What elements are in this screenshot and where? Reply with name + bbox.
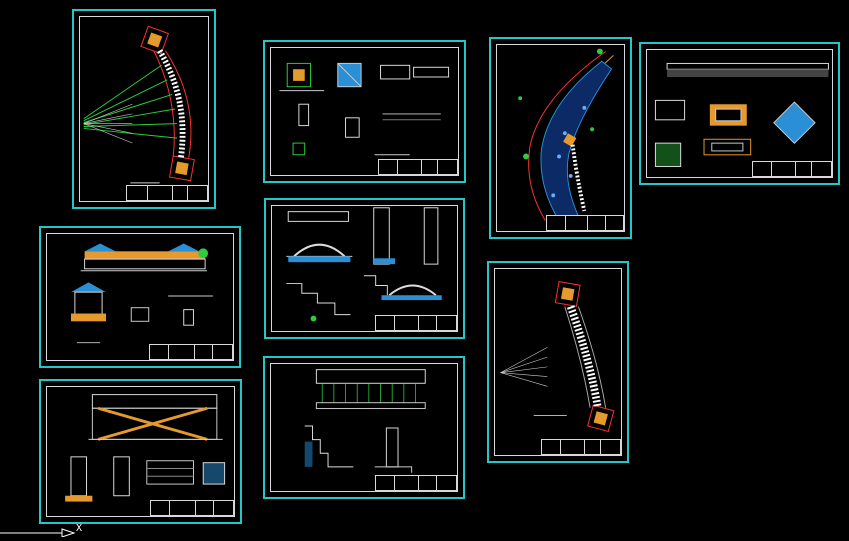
drawing-sheet-pavilion-elevations[interactable] xyxy=(39,226,241,368)
title-block xyxy=(546,215,624,231)
drawing-sheet-railing-sections[interactable] xyxy=(263,356,465,499)
title-block xyxy=(752,161,832,177)
title-block xyxy=(375,315,457,331)
drawing-sheet-river-landscape-plan[interactable] xyxy=(489,37,632,239)
railing-sections-drawing xyxy=(304,369,426,473)
sheet-border xyxy=(271,205,458,332)
bridge-sections-drawing xyxy=(286,207,442,322)
title-block xyxy=(126,185,208,201)
drawing-sheet-corridor-plan[interactable] xyxy=(39,379,242,524)
ucs-x-axis-label: X xyxy=(76,523,83,534)
sheet-border xyxy=(270,363,458,492)
paving-details-drawing xyxy=(654,62,829,167)
sheet-border xyxy=(46,386,235,517)
curved-path-plan-2-drawing xyxy=(500,281,615,433)
title-block xyxy=(541,439,621,455)
sheet-border xyxy=(270,47,459,176)
title-block xyxy=(375,475,457,491)
drawing-sheet-bridge-sections[interactable] xyxy=(264,198,465,339)
drawing-sheet-curved-path-plan-1[interactable] xyxy=(72,9,216,209)
ucs-icon xyxy=(0,522,90,538)
detail-plans-drawing xyxy=(279,62,450,156)
sheet-border xyxy=(494,268,622,456)
drawing-sheet-paving-details[interactable] xyxy=(639,42,840,185)
drawing-sheet-curved-path-plan-2[interactable] xyxy=(487,261,629,463)
title-block xyxy=(378,159,458,175)
drawing-sheet-detail-plans[interactable] xyxy=(263,40,466,183)
curved-path-plan-drawing xyxy=(83,25,195,187)
sheet-border xyxy=(646,49,833,178)
pavilion-elevations-drawing xyxy=(71,243,213,344)
sheet-border xyxy=(46,233,234,361)
sheet-border xyxy=(496,44,625,232)
title-block xyxy=(150,500,234,516)
title-block xyxy=(149,344,233,360)
sheet-border xyxy=(79,16,209,202)
corridor-plan-drawing xyxy=(65,394,226,502)
river-landscape-plan-drawing xyxy=(518,48,614,223)
